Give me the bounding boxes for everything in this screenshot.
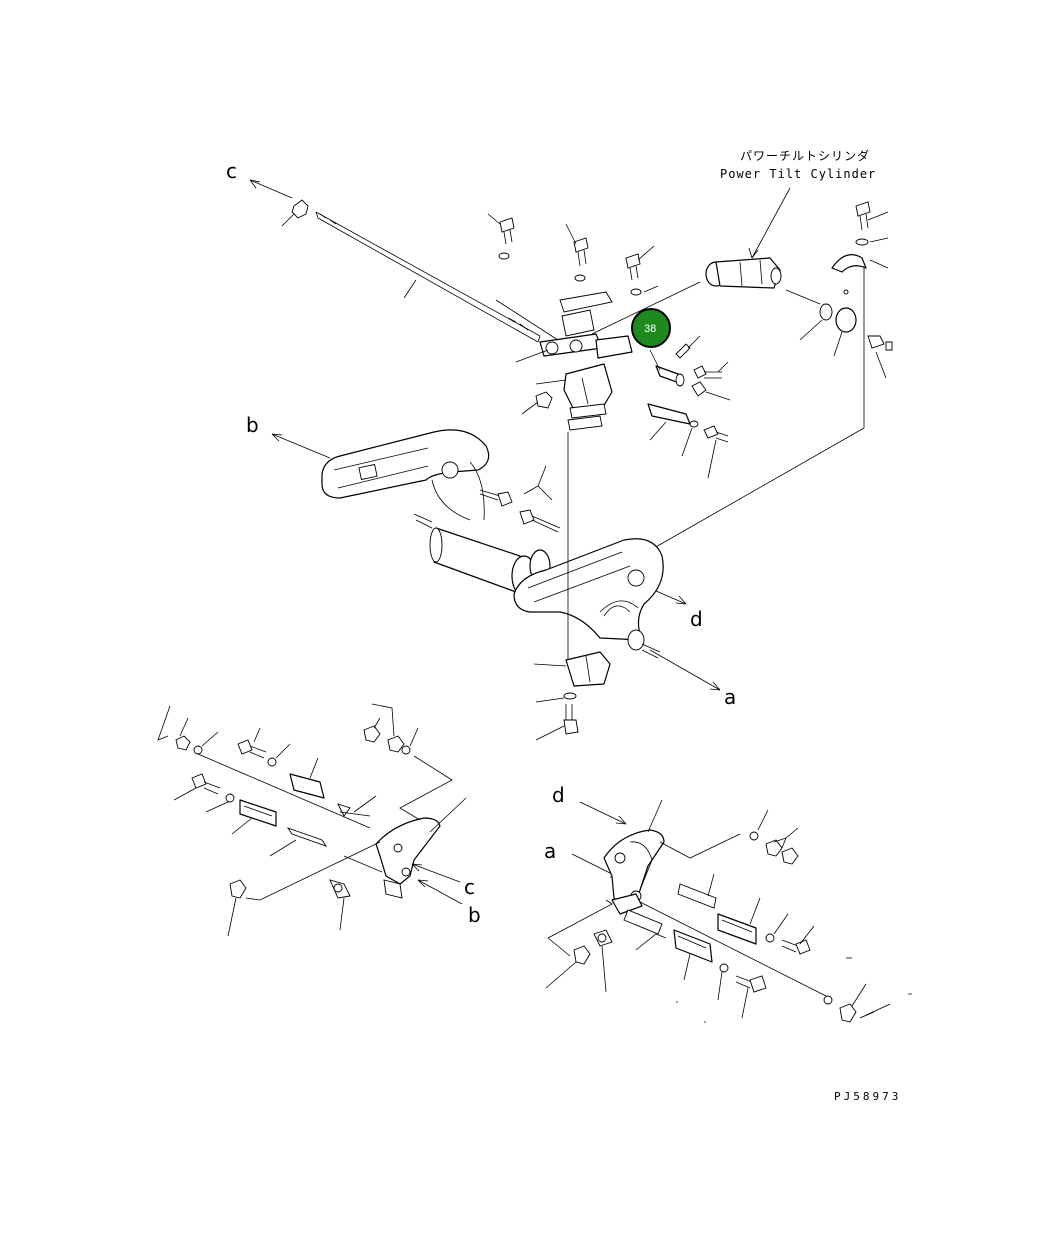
ref-letter-a-top: a — [724, 685, 736, 709]
fitting-ll — [329, 879, 351, 899]
ref-letter-b-lower: b — [468, 903, 481, 927]
bolt-bottom — [563, 704, 579, 735]
bolt-lr-2 — [735, 975, 767, 993]
bolt-ll-1 — [237, 739, 267, 759]
callout-38: 38 — [631, 308, 671, 348]
bolt-right-mid — [703, 425, 729, 443]
callout-label: 38 — [644, 323, 656, 335]
ref-letter-b-top: b — [246, 413, 259, 437]
bolt-top-2 — [573, 237, 589, 282]
pin-38 — [655, 365, 685, 387]
grease-fitting — [867, 335, 893, 351]
title-en: Power Tilt Cylinder — [720, 167, 876, 181]
clamp-bracket — [831, 254, 867, 273]
bolt-right-upper — [855, 201, 871, 231]
lower-clamp — [565, 651, 611, 687]
bolt-top-3 — [625, 253, 642, 296]
bolt-lr-1 — [781, 939, 811, 955]
power-tilt-cylinder — [705, 257, 782, 289]
tilt-rod — [291, 199, 541, 343]
assembly-lower-right — [545, 799, 912, 1023]
ref-letter-c-top: c — [226, 159, 237, 183]
plate-ll — [289, 773, 325, 799]
title-leader — [751, 187, 791, 259]
link-bracket — [539, 291, 633, 431]
callout-badge — [631, 308, 671, 348]
main-bracket — [513, 538, 664, 659]
bolt-top-1 — [498, 217, 515, 260]
plate-lr — [673, 929, 713, 963]
ref-letter-d-lower: d — [552, 783, 565, 807]
lever-bolt-1 — [479, 489, 513, 507]
ref-letter-d-top: d — [690, 607, 703, 631]
bracket-lr — [611, 893, 663, 935]
ref-letter-a-lower: a — [544, 839, 556, 863]
plate-mid — [647, 403, 691, 425]
nut-left — [535, 391, 553, 409]
lever-bolt-2 — [519, 509, 561, 533]
tilt-lever-arm — [321, 429, 490, 521]
bolt-ll-2 — [191, 773, 221, 795]
lever-ll — [375, 817, 441, 885]
fitting-lr — [593, 929, 613, 947]
block-ll — [239, 799, 277, 827]
bolt-mid-right — [693, 365, 722, 379]
block-lr — [717, 913, 757, 945]
title-jp: パワーチルトシリンダ — [740, 148, 870, 163]
bushing — [819, 303, 857, 333]
assembly-lower-left — [157, 703, 467, 937]
drawing-code: PJ58973 — [834, 1090, 901, 1103]
ref-letter-c-lower: c — [464, 875, 475, 899]
